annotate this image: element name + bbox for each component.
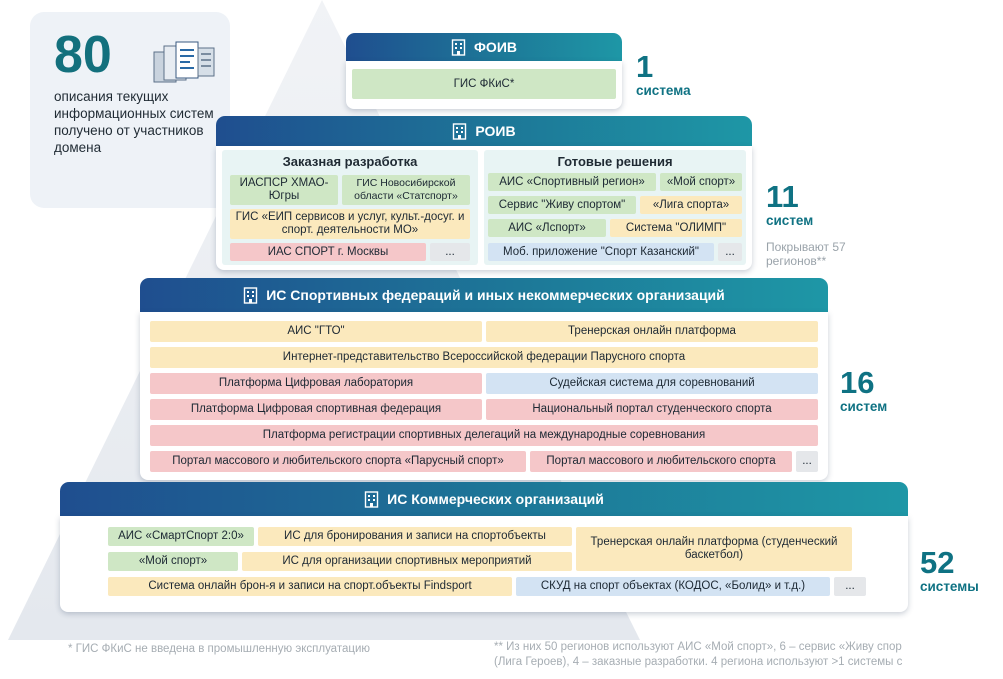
building-icon — [451, 38, 466, 56]
foiv-count-unit: система — [636, 83, 691, 98]
system-cell: Система "ОЛИМП" — [610, 219, 742, 237]
system-cell: Тренерская онлайн платформа (студенчески… — [576, 527, 852, 571]
system-cell: «Лига спорта» — [640, 196, 742, 214]
more-cell: ... — [834, 577, 866, 596]
tier-commercial-title: ИС Коммерческих организаций — [387, 491, 604, 507]
footnote-right-line2: (Лига Героев), 4 – заказные разработки. … — [494, 656, 903, 668]
stat-number: 80 — [54, 26, 112, 84]
roiv-coverage-note: Покрывают 57 регионов** — [766, 240, 846, 268]
system-cell: АИС «Лспорт» — [488, 219, 606, 237]
building-icon — [244, 286, 258, 304]
system-cell: ГИС «ЕИП сервисов и услуг, культ.-досуг.… — [230, 209, 470, 239]
documents-icon — [153, 41, 215, 83]
stat-card: 80 описания текущих информационных систе… — [30, 12, 230, 208]
ready-solutions-title: Готовые решения — [557, 154, 673, 169]
system-cell: Платформа Цифровая спортивная федерация — [150, 399, 482, 420]
system-cell: Сервис "Живу спортом" — [488, 196, 636, 214]
system-cell: СКУД на спорт объектах (КОДОС, «Болид» и… — [516, 577, 830, 596]
system-cell: «Мой спорт» — [108, 552, 238, 571]
tier-foiv-header: ФОИВ — [346, 33, 622, 61]
system-cell: ГИС ФКиС* — [352, 69, 616, 99]
commercial-count-number: 52 — [920, 545, 955, 580]
system-cell: Судейская система для соревнований — [486, 373, 818, 394]
custom-dev-title: Заказная разработка — [282, 154, 418, 169]
more-cell: ... — [718, 243, 742, 261]
roiv-count-number: 11 — [766, 179, 799, 214]
system-cell: ИАС СПОРТ г. Москвы — [230, 243, 426, 261]
system-cell: Система онлайн брон-я и записи на спорт.… — [108, 577, 512, 596]
system-cell: АИС «СмартСпорт 2:0» — [108, 527, 254, 546]
system-cell: АИС «Спортивный регион» — [488, 173, 656, 191]
tier-roiv: РОИВ Заказная разработка ИАСПСР ХМАО-Югр… — [216, 116, 752, 270]
federations-count-number: 16 — [840, 365, 875, 400]
system-cell: Портал массового и любительского спорта — [530, 451, 792, 472]
system-cell: ИАСПСР ХМАО-Югры — [230, 175, 338, 205]
federations-count: 16 систем — [840, 366, 887, 414]
footnote-right-line1: ** Из них 50 регионов используют АИС «Мо… — [494, 641, 902, 653]
tier-federations: ИС Спортивных федераций и иных некоммерч… — [140, 278, 828, 480]
building-icon — [364, 490, 379, 508]
footnote-left: * ГИС ФКиС не введена в промышленную экс… — [68, 643, 370, 655]
foiv-count: 1 система — [636, 50, 691, 98]
tier-federations-header: ИС Спортивных федераций и иных некоммерч… — [140, 278, 828, 312]
system-cell: ГИС Новосибирской области «Статспорт» — [342, 175, 470, 205]
stat-description: описания текущих информационных систем п… — [54, 89, 214, 155]
system-cell: Моб. приложение "Спорт Казанский" — [488, 243, 714, 261]
tier-foiv: ФОИВ ГИС ФКиС* — [346, 33, 622, 109]
more-cell: ... — [796, 451, 818, 472]
tier-commercial: ИС Коммерческих организаций АИС «СмартСп… — [60, 482, 908, 612]
system-cell: «Мой спорт» — [660, 173, 742, 191]
system-cell: Интернет-представительство Всероссийской… — [150, 347, 818, 368]
tier-commercial-header: ИС Коммерческих организаций — [60, 482, 908, 516]
commercial-count: 52 системы — [920, 546, 979, 594]
system-cell: Платформа регистрации спортивных делегац… — [150, 425, 818, 446]
building-icon — [453, 122, 467, 140]
more-cell: ... — [430, 243, 470, 261]
system-cell: ИС для бронирования и записи на спортобъ… — [258, 527, 572, 546]
system-cell: АИС "ГТО" — [150, 321, 482, 342]
system-cell: Тренерская онлайн платформа — [486, 321, 818, 342]
commercial-count-unit: системы — [920, 579, 979, 594]
federations-count-unit: систем — [840, 399, 888, 414]
tier-federations-title: ИС Спортивных федераций и иных некоммерч… — [266, 287, 725, 303]
roiv-count-unit: систем — [766, 213, 814, 228]
tier-foiv-title: ФОИВ — [473, 39, 517, 55]
roiv-count: 11 систем Покрывают 57 регионов** — [766, 179, 876, 269]
foiv-count-number: 1 — [636, 49, 654, 84]
tier-roiv-title: РОИВ — [475, 123, 516, 139]
system-cell: Платформа Цифровая лаборатория — [150, 373, 482, 394]
system-cell: Национальный портал студенческого спорта — [486, 399, 818, 420]
system-cell: Портал массового и любительского спорта … — [150, 451, 526, 472]
system-cell: ИС для организации спортивных мероприяти… — [242, 552, 572, 571]
tier-roiv-header: РОИВ — [216, 116, 752, 146]
